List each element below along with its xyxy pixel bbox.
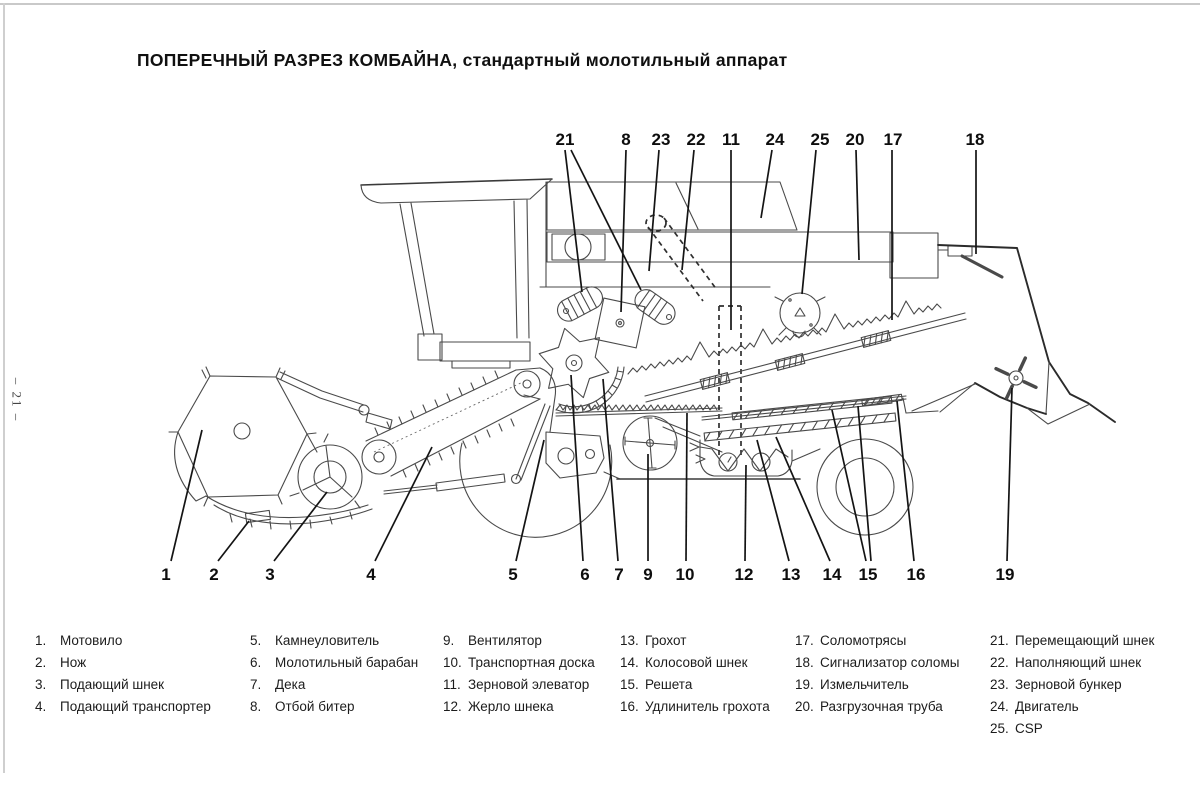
scan-edge-left — [3, 3, 5, 773]
leader-line — [648, 149, 660, 272]
callout-number: 23 — [652, 130, 671, 149]
callout-number: 1 — [161, 565, 170, 584]
threshing-drum — [538, 327, 610, 399]
leader-line — [620, 149, 627, 313]
callout-number: 11 — [722, 130, 740, 149]
straw-walkers — [627, 300, 967, 403]
straw-signal — [947, 245, 1004, 279]
callout-number: 22 — [687, 130, 706, 149]
sieves — [701, 395, 907, 442]
leader-line — [374, 446, 433, 562]
callout-number: 13 — [782, 565, 801, 584]
grain-pan — [555, 404, 723, 417]
callout-number: 24 — [766, 130, 785, 149]
leader-line — [1006, 387, 1013, 562]
callout-number: 20 — [846, 130, 865, 149]
callout-number: 4 — [366, 565, 376, 584]
callout-number: 7 — [614, 565, 623, 584]
leader-line — [170, 429, 203, 562]
leader-line — [570, 149, 642, 291]
front-wheel — [459, 442, 613, 538]
callout-number: 17 — [884, 130, 903, 149]
leader-line — [273, 491, 328, 562]
sieve-extension — [861, 393, 939, 414]
leader-line — [760, 149, 773, 219]
grain-elevator-dashed — [718, 305, 742, 458]
callout-number: 16 — [907, 565, 926, 584]
fan — [603, 415, 723, 480]
rear-hood — [937, 244, 1116, 425]
callout-number: 8 — [621, 130, 630, 149]
moving-augers — [556, 286, 676, 325]
leader-line — [685, 412, 688, 562]
leader-line — [831, 409, 867, 562]
callout-number: 25 — [811, 130, 830, 149]
header-pan — [205, 495, 373, 530]
leader-line — [896, 400, 915, 562]
leader-line — [602, 378, 619, 562]
rear-wheel — [816, 438, 914, 536]
cab — [360, 178, 553, 369]
csp-beater — [774, 292, 826, 338]
leader-line — [564, 149, 583, 293]
knife — [244, 509, 271, 524]
callout-number: 5 — [508, 565, 517, 584]
callout-number: 21 — [556, 130, 575, 149]
chopper — [994, 356, 1038, 400]
filling-auger-dashed — [645, 214, 718, 302]
callout-number: 9 — [643, 565, 652, 584]
feeder-conveyor — [276, 367, 551, 495]
callout-number: 2 — [209, 565, 218, 584]
leader-line — [855, 149, 860, 261]
leader-line — [681, 149, 695, 271]
engine-box — [889, 232, 949, 279]
leader-line — [515, 439, 545, 562]
leader-line — [570, 374, 584, 562]
unloading-tube — [546, 231, 894, 263]
leader-line — [756, 439, 790, 562]
leader-line — [857, 405, 872, 562]
page-title: ПОПЕРЕЧНЫЙ РАЗРЕЗ КОМБАЙНА, стандартный … — [137, 50, 788, 70]
leader-line — [744, 464, 747, 562]
leader-line — [217, 520, 250, 562]
callout-number: 3 — [265, 565, 274, 584]
front-auger — [289, 433, 363, 510]
callout-number: 18 — [966, 130, 985, 149]
beater — [594, 297, 646, 349]
stone-trap — [539, 367, 605, 479]
auger-boot — [616, 383, 976, 480]
callout-number: 15 — [859, 565, 878, 584]
leader-line — [775, 436, 831, 562]
callout-number: 19 — [996, 565, 1015, 584]
callout-number: 14 — [823, 565, 842, 584]
reel — [168, 366, 317, 507]
callout-number: 6 — [580, 565, 589, 584]
scan-edge-top — [0, 3, 1200, 5]
leader-line — [801, 149, 817, 295]
callout-number: 12 — [735, 565, 754, 584]
callout-number: 10 — [676, 565, 695, 584]
